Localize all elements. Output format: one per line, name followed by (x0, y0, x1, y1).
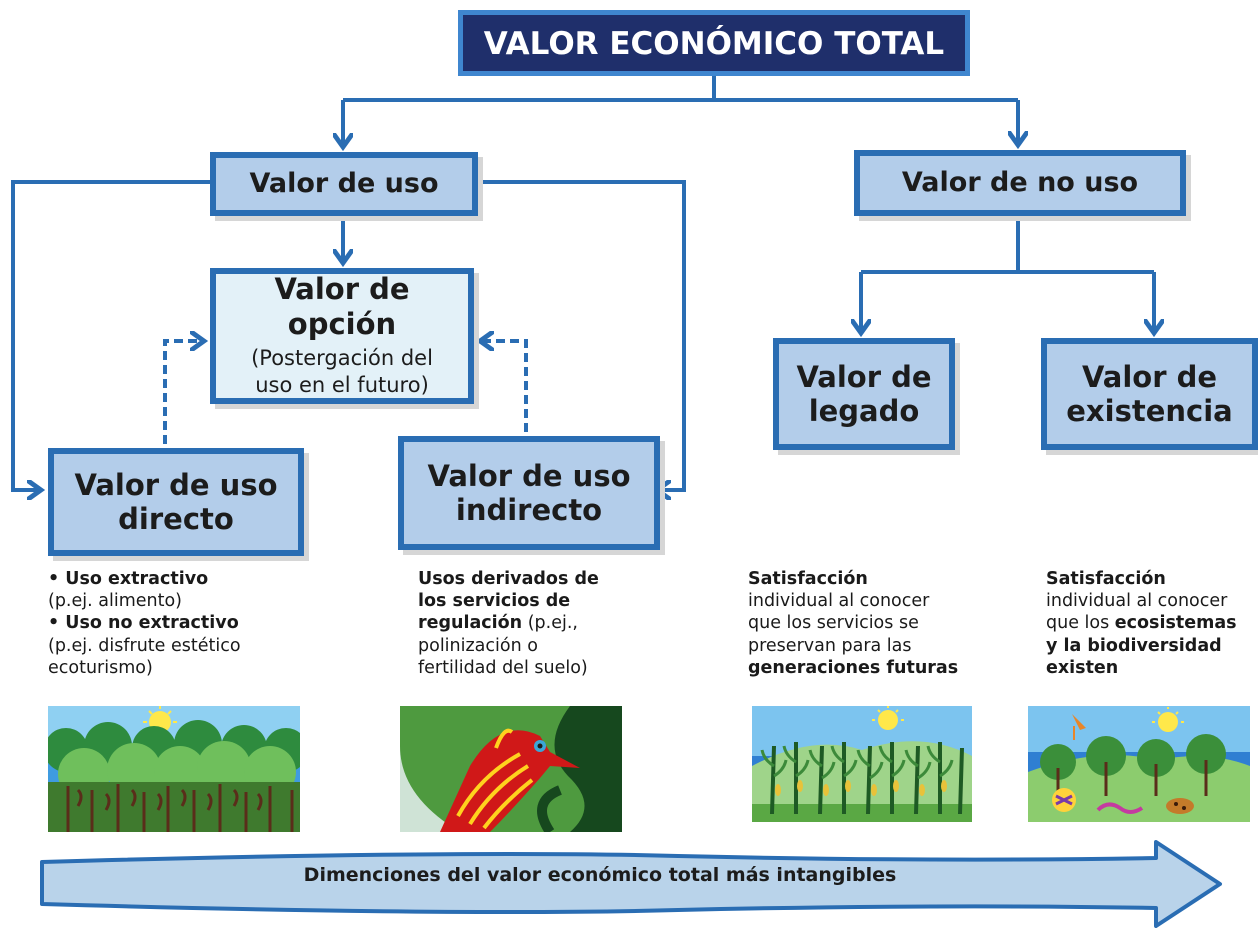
node-valor-de-opcion-subtitle: (Postergación del uso en el futuro) (251, 345, 433, 400)
bird-illustration (400, 706, 622, 832)
arrow-uso-to-directo (11, 180, 210, 490)
existencia-title-line1: Valor de (1081, 359, 1218, 394)
corn-field-illustration (752, 706, 972, 822)
legado-text-line2: individual al conocer (748, 591, 930, 612)
existencia-title-line2: existencia (1066, 394, 1233, 428)
existencia-text-line3: que los (1046, 613, 1115, 634)
dashed-arrow-indirecto-to-opcion (482, 341, 528, 432)
legado-text-line3: que los servicios se (748, 613, 919, 634)
existencia-bold-line5: existen (1046, 657, 1119, 678)
intangibility-arrow (40, 840, 1222, 928)
description-uso-indirecto: Usos derivados de los servicios de regul… (418, 568, 648, 679)
legado-bold-line5: generaciones futuras (748, 657, 959, 678)
indirecto-title-line1: Valor de uso (427, 458, 631, 493)
indirecto-bold-line2: los servicios de (418, 591, 571, 612)
dashed-arrow-directo-to-opcion (163, 341, 202, 444)
node-valor-de-legado: Valor de legado (773, 338, 955, 450)
description-legado: Satisfacción individual al conocer que l… (748, 568, 988, 679)
description-uso-directo: • Uso extractivo (p.ej. alimento) • Uso … (48, 568, 318, 679)
legado-title-line2: legado (808, 394, 920, 428)
directo-item1-bold: • Uso extractivo (48, 569, 209, 589)
directo-item2-text-line2: ecoturismo) (48, 657, 153, 678)
existencia-bold-line3: ecosistemas (1114, 613, 1237, 634)
forest-animals-illustration (1028, 706, 1250, 822)
indirecto-bold-line1: Usos derivados de (418, 569, 599, 589)
legado-text-line4: preservan para las (748, 635, 912, 656)
directo-item1-text: (p.ej. alimento) (48, 591, 183, 612)
directo-title-line1: Valor de uso (74, 467, 278, 502)
existencia-bold-line1: Satisfacción (1046, 569, 1166, 589)
directo-title-line2: directo (118, 502, 234, 536)
node-valor-de-uso: Valor de uso (210, 152, 478, 216)
total-economic-value-title: VALOR ECONÓMICO TOTAL (458, 10, 970, 76)
node-valor-de-existencia: Valor de existencia (1041, 338, 1258, 450)
arrow-uso-to-indirecto (478, 180, 686, 490)
existencia-text-line2: individual al conocer (1046, 591, 1228, 612)
directo-item2-bold: • Uso no extractivo (48, 613, 239, 634)
indirecto-text-line3: (p.ej., (522, 613, 578, 634)
opcion-subtitle-line1: (Postergación del (251, 345, 433, 370)
opcion-subtitle-line2: uso en el futuro) (255, 373, 429, 398)
forest-trees-illustration (48, 706, 300, 832)
legado-title-line1: Valor de (796, 359, 932, 394)
indirecto-text-line4: polinización o (418, 635, 538, 656)
node-valor-de-opcion: Valor de opción (Postergación del uso en… (210, 268, 474, 404)
node-valor-de-uso-directo: Valor de uso directo (48, 448, 304, 556)
indirecto-title-line2: indirecto (455, 493, 603, 527)
node-valor-de-uso-label: Valor de uso (249, 168, 439, 200)
node-valor-de-no-uso-label: Valor de no uso (901, 167, 1139, 199)
intangibility-arrow-label: Dimenciones del valor económico total má… (303, 864, 897, 886)
node-valor-de-no-uso: Valor de no uso (854, 150, 1186, 216)
indirecto-text-line5: fertilidad del suelo) (418, 657, 588, 678)
node-valor-de-opcion-label: Valor de opción (274, 272, 410, 341)
node-valor-de-uso-indirecto: Valor de uso indirecto (398, 436, 660, 550)
description-existencia: Satisfacción individual al conocer que l… (1046, 568, 1258, 679)
directo-item2-text-line1: (p.ej. disfrute estético (48, 635, 241, 656)
existencia-bold-line4: y la biodiversidad (1046, 635, 1222, 656)
title-text: VALOR ECONÓMICO TOTAL (483, 25, 945, 62)
indirecto-bold-line3: regulación (418, 613, 523, 634)
legado-bold-line1: Satisfacción (748, 569, 868, 589)
